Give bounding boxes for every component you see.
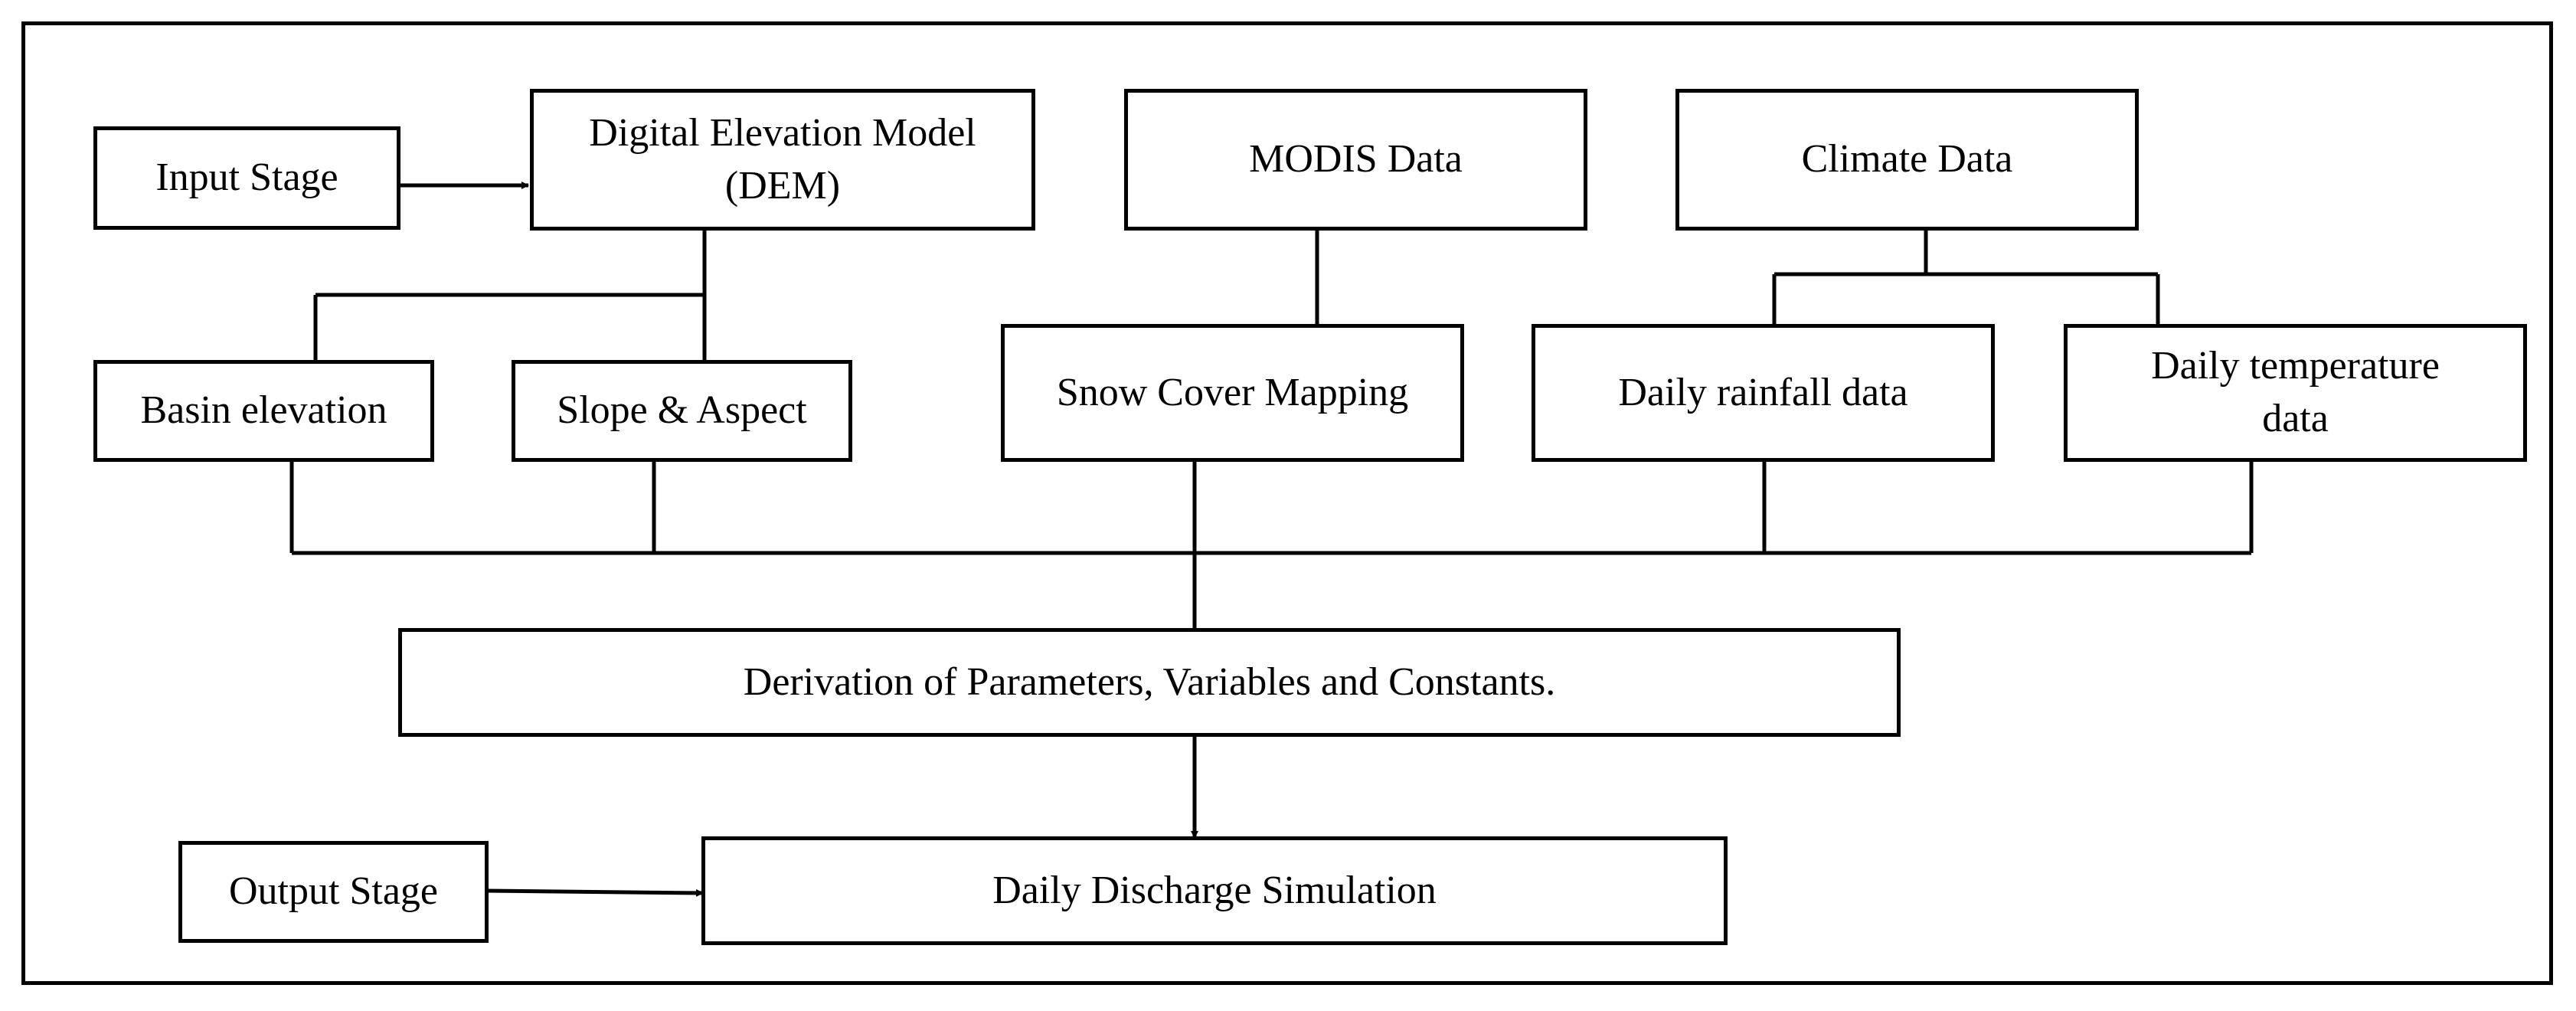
output-stage-box: Output Stage <box>178 841 489 943</box>
snow-cover-mapping-box: Snow Cover Mapping <box>1001 324 1464 462</box>
daily-discharge-simulation-box: Daily Discharge Simulation <box>701 836 1728 945</box>
climate-data-box: Climate Data <box>1675 89 2139 231</box>
derivation-box: Derivation of Parameters, Variables and … <box>398 628 1901 737</box>
slope-aspect-box: Slope & Aspect <box>512 360 852 462</box>
basin-elevation-box: Basin elevation <box>93 360 434 462</box>
input-stage-box: Input Stage <box>93 126 400 230</box>
dem-box: Digital Elevation Model (DEM) <box>530 89 1035 231</box>
daily-temperature-box: Daily temperature data <box>2064 324 2527 462</box>
modis-data-box: MODIS Data <box>1124 89 1587 231</box>
outer-frame <box>21 21 2553 985</box>
daily-rainfall-box: Daily rainfall data <box>1532 324 1995 462</box>
arrow-output-to-discharge <box>487 888 704 897</box>
